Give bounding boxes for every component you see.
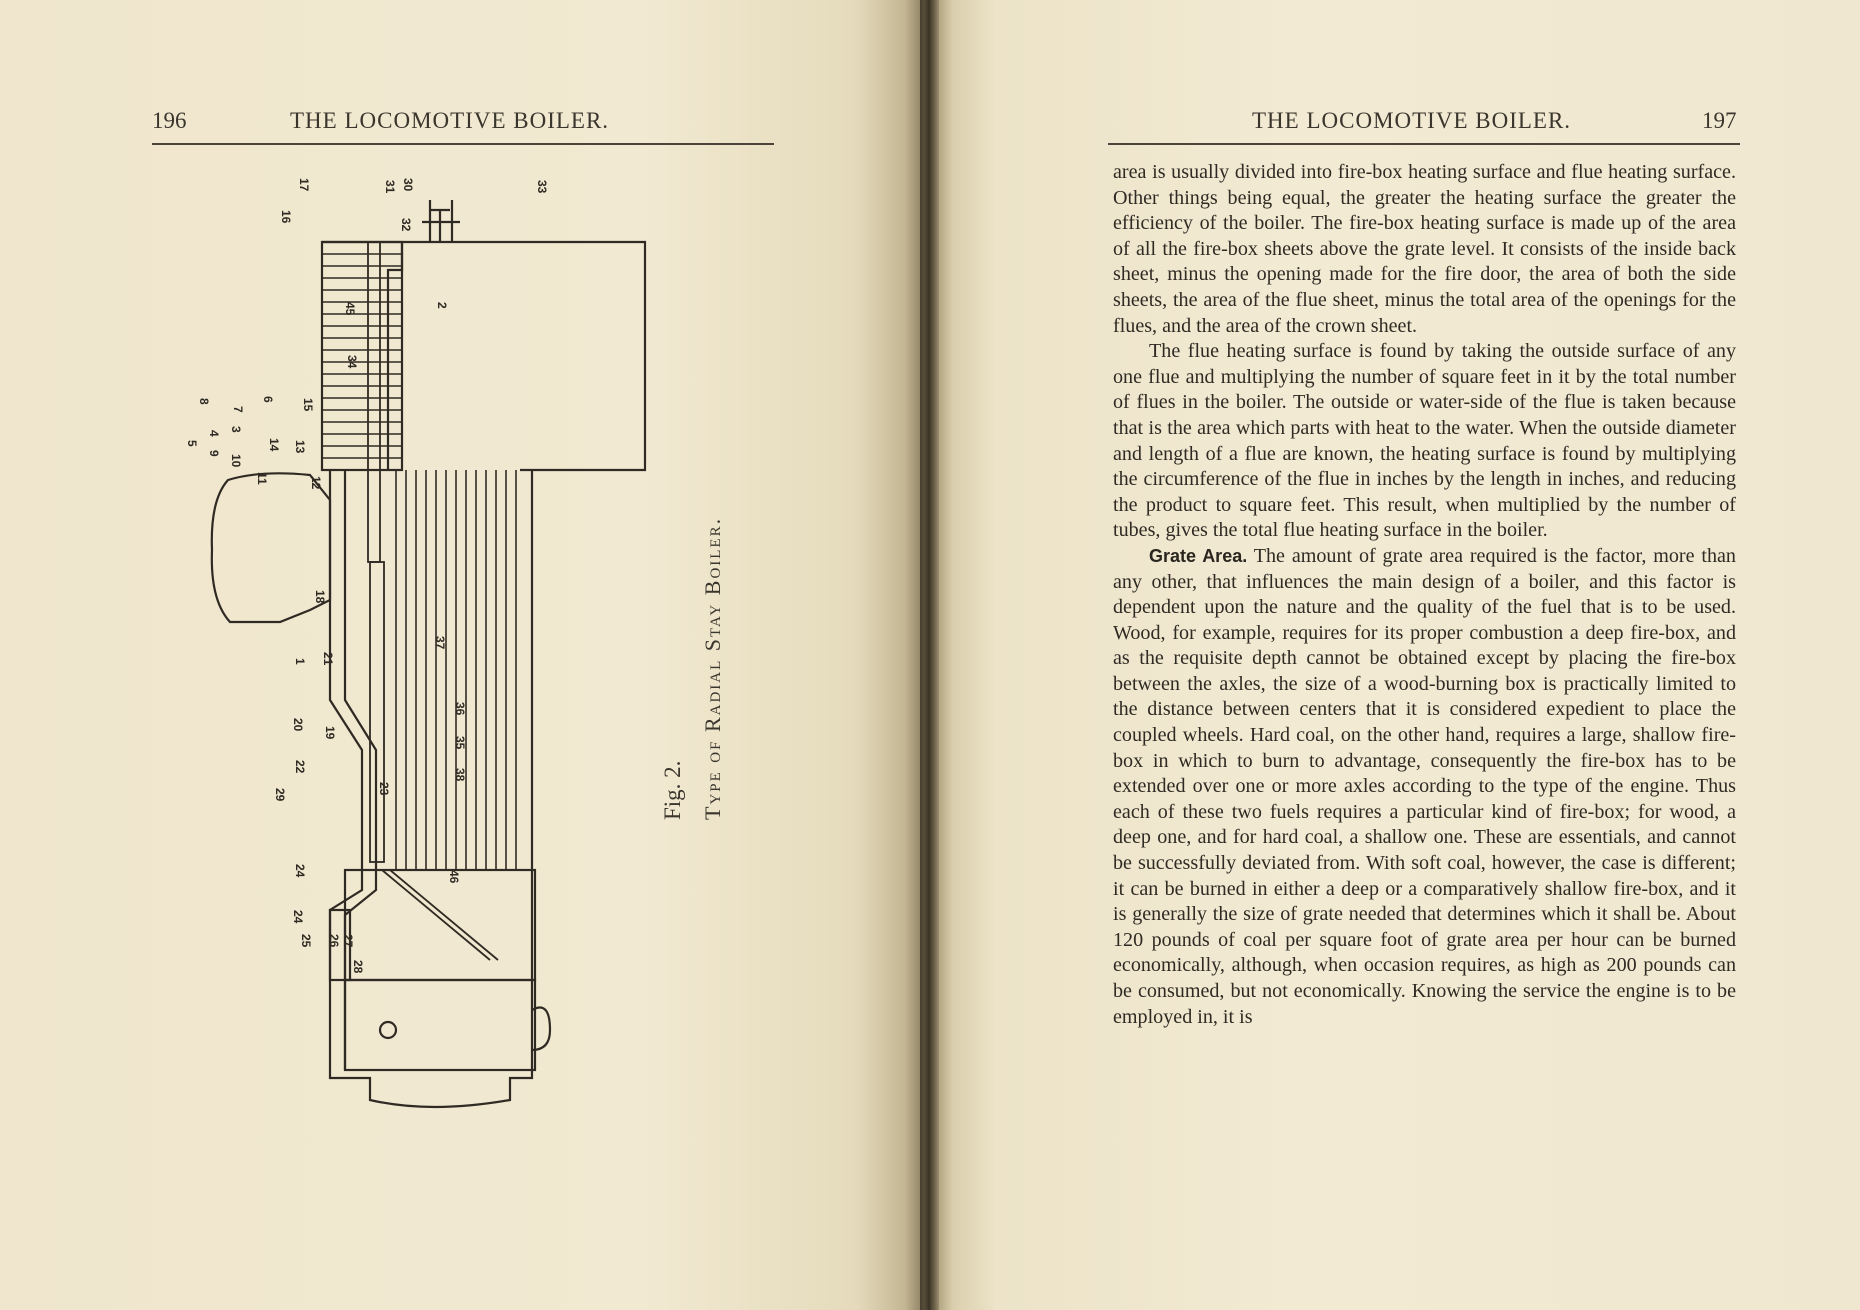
- right-head-rule: [1108, 143, 1740, 145]
- figure-number: Fig. 2.: [660, 760, 685, 820]
- svg-text:23: 23: [377, 782, 391, 796]
- svg-text:45: 45: [343, 302, 357, 316]
- svg-text:16: 16: [279, 210, 293, 224]
- left-head-rule: [152, 143, 774, 145]
- svg-text:22: 22: [293, 760, 307, 774]
- svg-text:2: 2: [435, 302, 449, 309]
- svg-text:17: 17: [297, 178, 311, 192]
- grate-area-heading: Grate Area.: [1149, 545, 1248, 566]
- left-running-head: THE LOCOMOTIVE BOILER.: [290, 108, 610, 133]
- part-labels: 17 16 31 30 32 33 45 2 34 8 7 6 15 5 4 3…: [185, 178, 549, 974]
- svg-text:34: 34: [345, 355, 359, 369]
- svg-text:13: 13: [293, 440, 307, 454]
- svg-text:33: 33: [535, 180, 549, 194]
- front-tube-sheet-area: [320, 240, 404, 472]
- svg-text:6: 6: [261, 396, 275, 403]
- svg-text:38: 38: [453, 768, 467, 782]
- front-tubes: [322, 253, 402, 459]
- dome-outline: [210, 472, 332, 624]
- svg-text:12: 12: [309, 476, 323, 490]
- firebox-outline: [343, 868, 537, 982]
- svg-text:18: 18: [313, 590, 327, 604]
- svg-text:25: 25: [299, 934, 313, 948]
- svg-text:7: 7: [231, 406, 245, 413]
- svg-text:19: 19: [323, 726, 337, 740]
- body-text: area is usually divided into fire-box he…: [1113, 160, 1736, 1030]
- figure-caption: Fig. 2. Type of Radial Stay Boiler.: [660, 517, 726, 820]
- svg-text:4: 4: [207, 430, 221, 437]
- right-page-number: 197: [1702, 108, 1737, 133]
- svg-text:31: 31: [383, 180, 397, 194]
- book-gutter: [905, 0, 939, 1310]
- svg-text:1: 1: [293, 658, 307, 665]
- svg-text:27: 27: [341, 934, 355, 948]
- svg-text:14: 14: [267, 438, 281, 452]
- smokebox-outline: [402, 240, 647, 472]
- paragraph-flue-surface: The flue heating surface is found by tak…: [1113, 340, 1736, 542]
- svg-text:3: 3: [229, 426, 243, 433]
- svg-text:20: 20: [291, 718, 305, 732]
- svg-text:15: 15: [301, 398, 315, 412]
- paragraph-grate-area: Grate Area. The amount of grate area req…: [1113, 544, 1736, 1030]
- figure-title: Type of Radial Stay Boiler.: [700, 516, 725, 820]
- svg-text:11: 11: [255, 472, 269, 485]
- right-running-head: THE LOCOMOTIVE BOILER.: [1252, 108, 1572, 133]
- svg-text:29: 29: [273, 788, 287, 802]
- svg-text:35: 35: [453, 736, 467, 750]
- svg-text:10: 10: [229, 454, 243, 468]
- right-page: [920, 0, 1860, 1310]
- fire-door: [378, 1020, 398, 1040]
- flue-tubes: [395, 470, 517, 870]
- grate-area-text: The amount of grate area required is the…: [1113, 544, 1736, 1028]
- dry-pipe: [367, 241, 499, 961]
- svg-text:26: 26: [327, 934, 341, 948]
- svg-text:28: 28: [351, 960, 365, 974]
- svg-text:36: 36: [453, 702, 467, 716]
- svg-text:24: 24: [293, 864, 307, 878]
- svg-text:32: 32: [399, 218, 413, 232]
- svg-text:5: 5: [185, 440, 199, 447]
- boiler-drawing: 17 16 31 30 32 33 45 2 34 8 7 6 15 5 4 3…: [185, 178, 647, 1109]
- barrel-outline: [328, 470, 534, 1109]
- svg-text:30: 30: [401, 178, 415, 192]
- left-page-number: 196: [152, 108, 187, 133]
- svg-text:24: 24: [291, 910, 305, 924]
- left-page: 196 THE LOCOMOTIVE BOILER.: [0, 0, 920, 1310]
- svg-text:46: 46: [447, 870, 461, 884]
- svg-text:8: 8: [197, 398, 211, 405]
- svg-text:21: 21: [321, 652, 335, 666]
- paragraph-heating-surface: area is usually divided into fire-box he…: [1113, 161, 1736, 337]
- svg-text:37: 37: [433, 636, 447, 650]
- svg-text:9: 9: [207, 450, 221, 457]
